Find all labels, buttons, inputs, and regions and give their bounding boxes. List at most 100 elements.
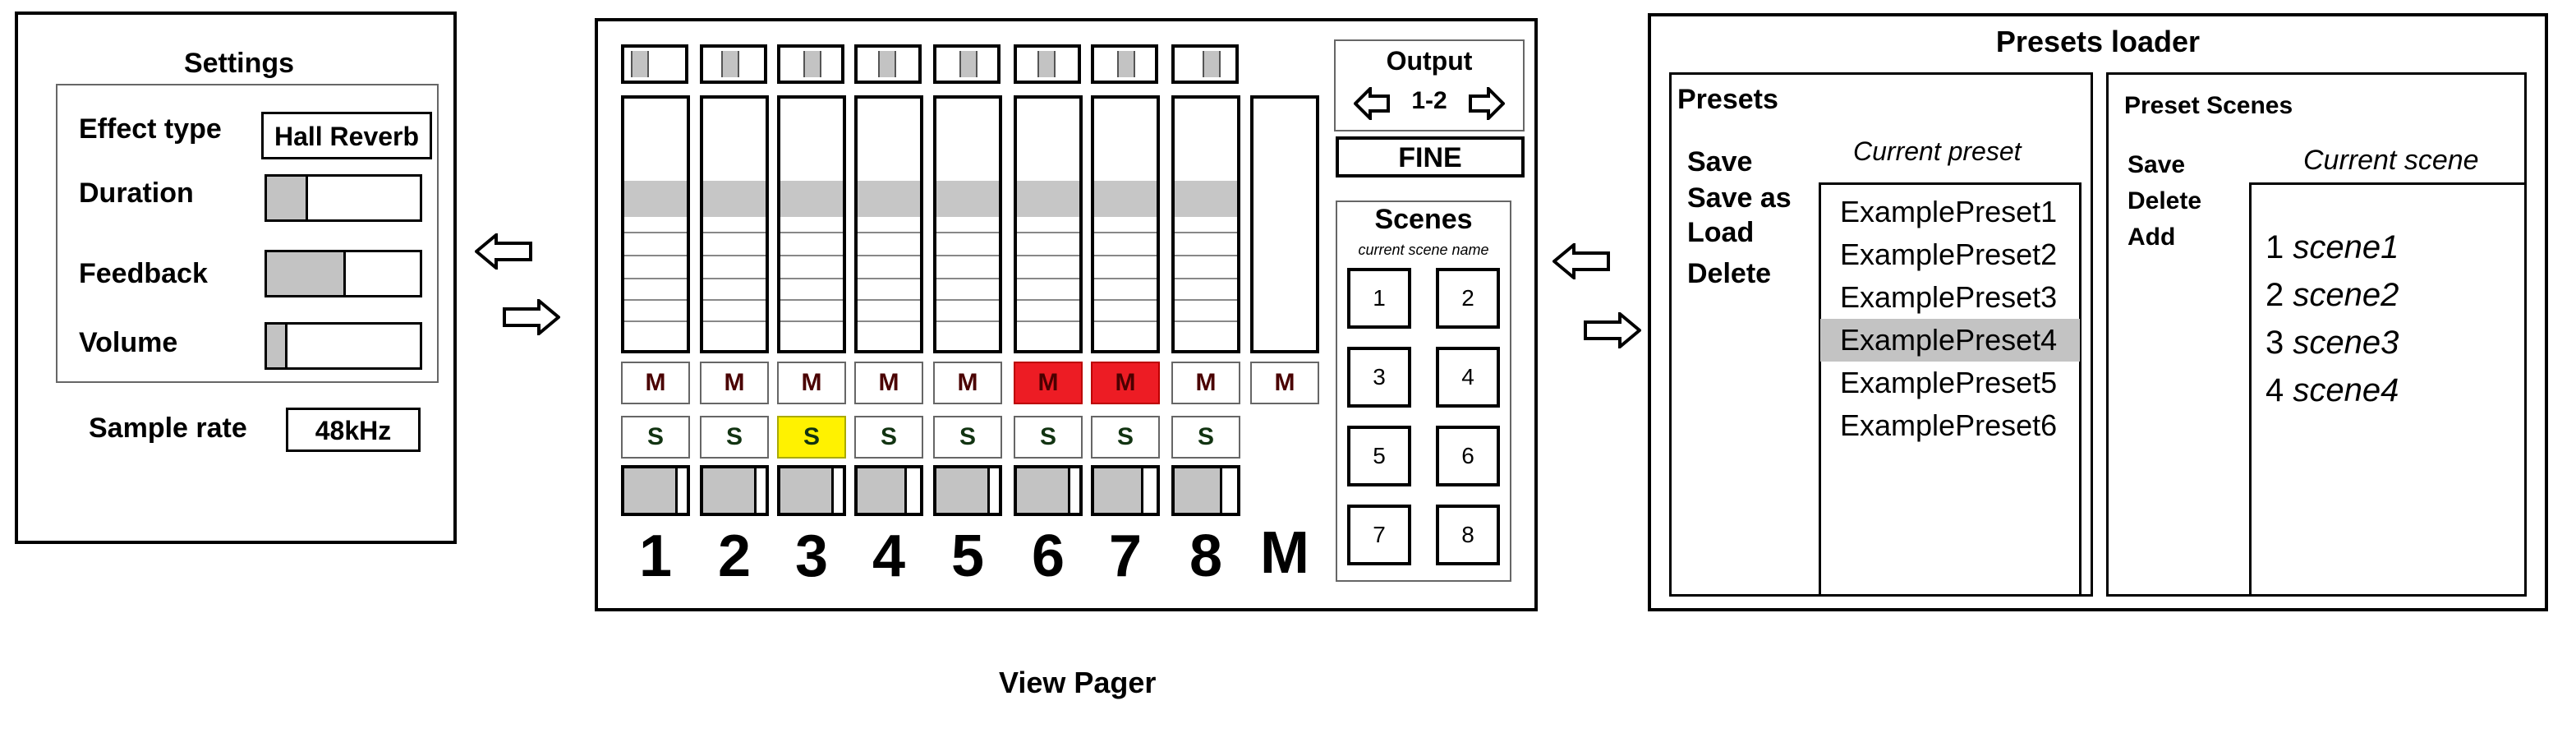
send-slider-ch5[interactable] (933, 465, 1002, 516)
scene-button-8[interactable]: 8 (1436, 505, 1500, 565)
settings-group (56, 84, 439, 383)
pan-slider-ch5[interactable] (933, 44, 1000, 84)
scene-list-item[interactable]: 1 scene1 (2252, 224, 2515, 271)
fader-ch4[interactable] (854, 95, 923, 353)
fine-button[interactable]: FINE (1336, 136, 1525, 177)
scene-delete-button[interactable]: Delete (2128, 187, 2202, 214)
scene-button-7[interactable]: 7 (1347, 505, 1411, 565)
solo-button-ch4[interactable]: S (854, 416, 923, 459)
scene-save-button[interactable]: Save (2128, 151, 2186, 178)
scene-add-button[interactable]: Add (2128, 224, 2176, 251)
channel-number-3: 3 (794, 523, 829, 589)
scene-button-3[interactable]: 3 (1347, 347, 1411, 408)
mute-button-ch5[interactable]: M (933, 362, 1002, 404)
scene-name: scene1 (2293, 229, 2399, 265)
mute-button-ch4[interactable]: M (854, 362, 923, 404)
pan-slider-ch2[interactable] (700, 44, 767, 84)
fader-ch7[interactable] (1091, 95, 1160, 353)
scene-button-6[interactable]: 6 (1436, 426, 1500, 486)
send-slider-ch8[interactable] (1171, 465, 1240, 516)
pan-slider-ch8[interactable] (1171, 44, 1239, 84)
pan-knob[interactable] (1203, 51, 1221, 77)
arrow-left-icon[interactable] (1552, 243, 1610, 279)
solo-button-ch6[interactable]: S (1014, 416, 1083, 459)
channel-number-7: 7 (1108, 523, 1143, 589)
arrow-left-icon[interactable] (475, 233, 532, 270)
scene-list-item[interactable]: 2 scene2 (2252, 271, 2515, 319)
fader-tick (780, 255, 843, 256)
pan-slider-ch6[interactable] (1014, 44, 1081, 84)
arrow-right-icon[interactable] (503, 299, 560, 335)
fader-ch6[interactable] (1014, 95, 1083, 353)
scene-button-4[interactable]: 4 (1436, 347, 1500, 408)
fader-ch2[interactable] (700, 95, 769, 353)
sample-rate-select[interactable]: 48kHz (286, 408, 421, 452)
scene-button-1[interactable]: 1 (1347, 268, 1411, 329)
master-fader[interactable] (1250, 95, 1319, 353)
mute-button-ch3[interactable]: M (777, 362, 846, 404)
send-slider-fill (1175, 468, 1222, 513)
fader-ch8[interactable] (1171, 95, 1240, 353)
preset-save-button[interactable]: Save (1687, 146, 1753, 177)
scene-button-5[interactable]: 5 (1347, 426, 1411, 486)
mute-button-ch1[interactable]: M (621, 362, 690, 404)
preset-list-item[interactable]: ExamplePreset6 (1840, 408, 2058, 442)
mute-button-ch7[interactable]: M (1091, 362, 1160, 404)
duration-slider[interactable] (264, 174, 422, 222)
pan-slider-ch3[interactable] (777, 44, 844, 84)
solo-button-ch7[interactable]: S (1091, 416, 1160, 459)
scene-list-item[interactable]: 4 scene4 (2252, 366, 2515, 414)
mute-button-ch2[interactable]: M (700, 362, 769, 404)
fader-level-band (624, 181, 687, 217)
scene-list-item[interactable]: 3 scene3 (2252, 319, 2515, 366)
pan-knob[interactable] (1037, 51, 1056, 77)
volume-slider[interactable] (264, 322, 422, 370)
preset-save-as-button[interactable]: Save as (1687, 182, 1792, 214)
mute-button-ch6[interactable]: M (1014, 362, 1083, 404)
pan-knob[interactable] (878, 51, 896, 77)
pan-slider-ch1[interactable] (621, 44, 688, 84)
send-slider-ch2[interactable] (700, 465, 769, 516)
pan-knob[interactable] (631, 51, 649, 77)
fader-tick (936, 299, 999, 301)
send-slider-ch1[interactable] (621, 465, 690, 516)
fader-ch5[interactable] (933, 95, 1002, 353)
solo-button-ch2[interactable]: S (700, 416, 769, 459)
scene-button-2[interactable]: 2 (1436, 268, 1500, 329)
pan-knob[interactable] (803, 51, 821, 77)
pan-knob[interactable] (1117, 51, 1135, 77)
pan-knob[interactable] (959, 51, 978, 77)
send-slider-ch6[interactable] (1014, 465, 1083, 516)
arrow-left-icon[interactable] (1354, 87, 1390, 120)
mute-button-ch8[interactable]: M (1171, 362, 1240, 404)
current-scene-name: current scene name (1358, 242, 1489, 258)
fader-tick (1094, 299, 1157, 301)
send-slider-ch4[interactable] (854, 465, 923, 516)
preset-list-item[interactable]: ExamplePreset4 (1820, 319, 2080, 362)
pan-knob[interactable] (721, 51, 739, 77)
preset-list-item[interactable]: ExamplePreset1 (1840, 195, 2058, 228)
preset-list-item[interactable]: ExamplePreset5 (1840, 366, 2058, 399)
master-mute-button[interactable]: M (1250, 362, 1319, 404)
preset-load-button[interactable]: Load (1687, 217, 1755, 248)
presets-title: Presets (1677, 84, 1778, 115)
pan-slider-ch7[interactable] (1091, 44, 1158, 84)
send-slider-ch3[interactable] (777, 465, 846, 516)
solo-button-ch5[interactable]: S (933, 416, 1002, 459)
solo-button-ch8[interactable]: S (1171, 416, 1240, 459)
solo-button-ch1[interactable]: S (621, 416, 690, 459)
scene-number: 2 (2266, 277, 2293, 313)
preset-list-item[interactable]: ExamplePreset2 (1840, 237, 2058, 271)
pan-slider-ch4[interactable] (854, 44, 922, 84)
preset-list-item[interactable]: ExamplePreset3 (1840, 280, 2058, 314)
send-slider-ch7[interactable] (1091, 465, 1160, 516)
solo-button-ch3[interactable]: S (777, 416, 846, 459)
preset-delete-button[interactable]: Delete (1687, 258, 1772, 289)
fader-ch1[interactable] (621, 95, 690, 353)
fader-ch3[interactable] (777, 95, 846, 353)
arrow-right-icon[interactable] (1469, 87, 1505, 120)
fader-level-band (703, 181, 766, 217)
effect-type-select[interactable]: Hall Reverb (261, 112, 432, 159)
arrow-right-icon[interactable] (1584, 312, 1641, 348)
feedback-slider[interactable] (264, 250, 422, 297)
